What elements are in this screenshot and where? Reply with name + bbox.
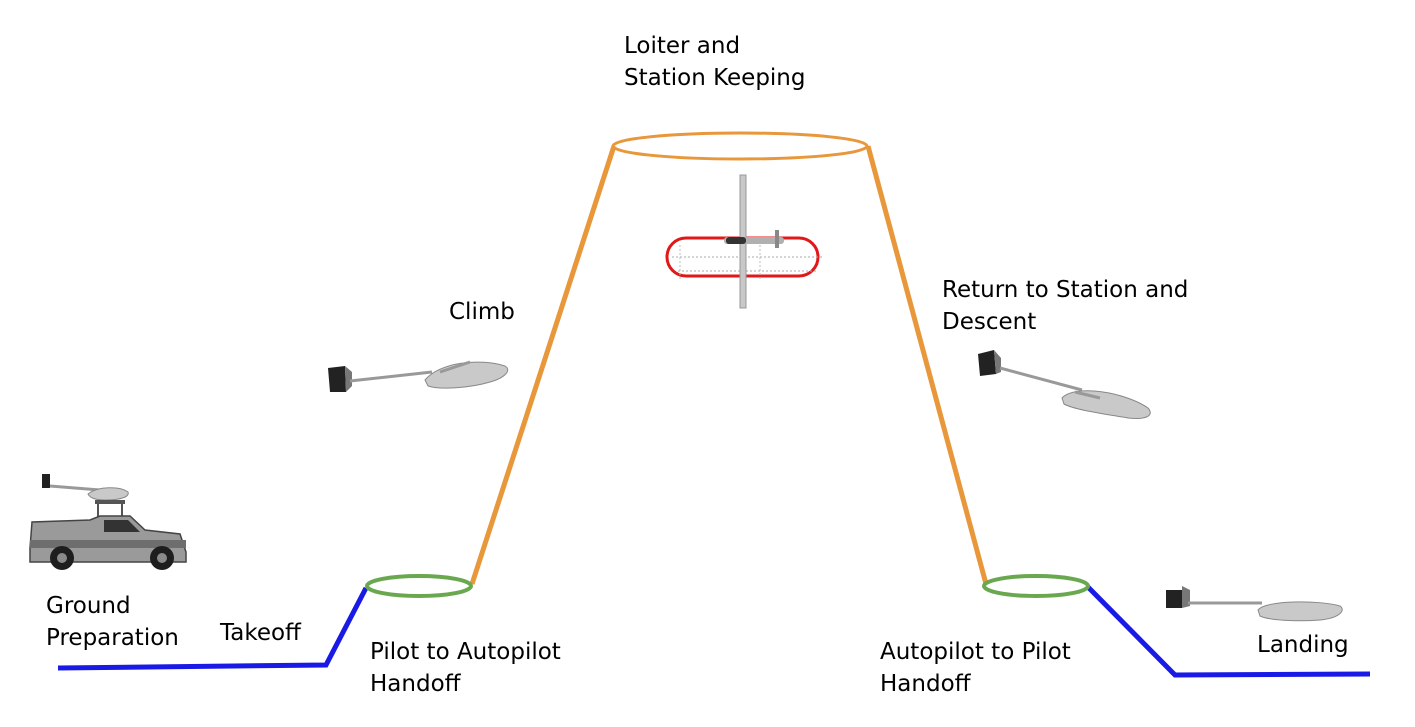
ground-prep-label-line1: Ground <box>46 593 131 619</box>
climb-path <box>469 145 617 585</box>
uav-climbing-icon <box>328 360 509 392</box>
loiter-label: Loiter and Station Keeping <box>624 30 805 94</box>
pilot-to-autopilot-label: Pilot to Autopilot Handoff <box>370 636 561 700</box>
climb-label: Climb <box>449 299 515 325</box>
loiter-ring <box>611 131 869 161</box>
loiter-label-line1: Loiter and <box>624 33 741 59</box>
handoff-ring-right <box>982 574 1090 598</box>
return-descent-label-line1: Return to Station and <box>942 277 1189 303</box>
autopilot-to-pilot-line2: Handoff <box>880 671 971 697</box>
takeoff-label: Takeoff <box>220 620 301 646</box>
autopilot-to-pilot-label: Autopilot to Pilot Handoff <box>880 636 1071 700</box>
ground-path-right <box>1085 584 1371 678</box>
ground-prep-label: Ground Preparation <box>46 590 179 654</box>
pickup-truck-with-launcher-icon <box>29 474 187 570</box>
ground-prep-label-line2: Preparation <box>46 625 179 651</box>
handoff-ring-left <box>365 574 473 598</box>
uav-landing-icon <box>1166 586 1343 622</box>
autopilot-to-pilot-line1: Autopilot to Pilot <box>880 639 1071 665</box>
return-descent-label-line2: Descent <box>942 309 1037 335</box>
pilot-to-autopilot-line1: Pilot to Autopilot <box>370 639 561 665</box>
landing-label: Landing <box>1257 632 1349 658</box>
uav-top-view-icon <box>665 174 822 309</box>
return-descent-label: Return to Station and Descent <box>942 274 1188 338</box>
descent-path <box>865 145 989 585</box>
pilot-to-autopilot-line2: Handoff <box>370 671 461 697</box>
uav-descending-icon <box>978 350 1151 419</box>
loiter-label-line2: Station Keeping <box>624 65 806 91</box>
ground-path-left <box>57 586 369 671</box>
